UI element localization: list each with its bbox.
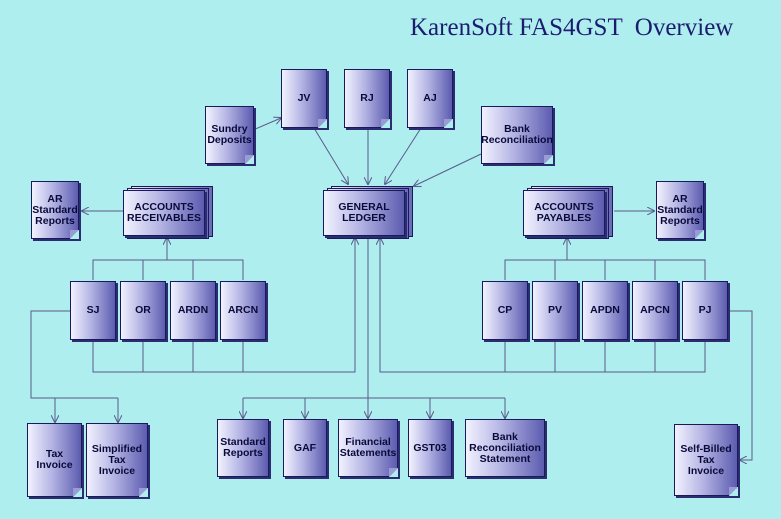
diagram-title: KarenSoft FAS4GST Overview (410, 14, 734, 41)
tax-invoice-node: Tax Invoice (27, 423, 82, 497)
rj-node: RJ (344, 69, 390, 128)
pj-node: PJ (682, 281, 728, 340)
gaf-node: GAF (283, 419, 327, 477)
or-node: OR (120, 281, 166, 340)
ardn-node: ARDN (170, 281, 216, 340)
sundry-deposits-node: Sundry Deposits (205, 106, 254, 164)
bank-reconciliation-node: Bank Reconciliation (481, 106, 553, 164)
gst03-node: GST03 (408, 419, 452, 477)
ar-standard-reports-left-node: AR Standard Reports (31, 181, 79, 239)
cp-node: CP (482, 281, 528, 340)
apcn-node: APCN (632, 281, 678, 340)
sj-node: SJ (70, 281, 116, 340)
pv-node: PV (532, 281, 578, 340)
ar-standard-reports-right-node: AR Standard Reports (656, 181, 704, 239)
self-billed-tax-invoice-node: Self-Billed Tax Invoice (674, 424, 738, 496)
financial-statements-node: Financial Statements (338, 419, 398, 477)
bank-reconciliation-statement-node: Bank Reconciliation Statement (465, 419, 545, 477)
accounts-receivables-node: ACCOUNTS RECEIVABLES (123, 190, 205, 236)
simplified-tax-invoice-node: Simplified Tax Invoice (86, 423, 148, 497)
general-ledger-node: GENERAL LEDGER (323, 190, 405, 236)
standard-reports-node: Standard Reports (217, 419, 269, 477)
aj-node: AJ (407, 69, 453, 128)
apdn-node: APDN (582, 281, 628, 340)
accounts-payables-node: ACCOUNTS PAYABLES (523, 190, 605, 236)
jv-node: JV (281, 69, 327, 128)
arcn-node: ARCN (220, 281, 266, 340)
